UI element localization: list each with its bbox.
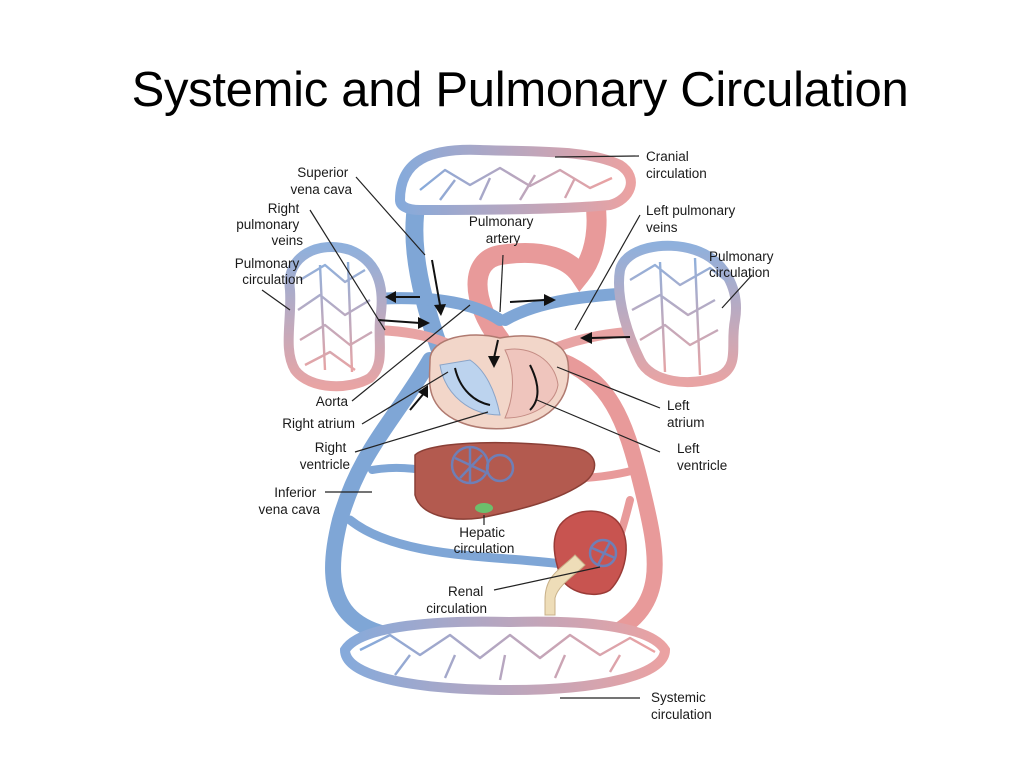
label-right-pulmonary-veins: Right pulmonary veins [236,201,303,248]
liver [414,441,596,520]
slide-title: Systemic and Pulmonary Circulation [131,63,909,117]
label-right-atrium: Right atrium [282,416,355,431]
left-lung-capillary-bed [614,240,741,387]
label-pulmonary-artery: Pulmonary artery [469,214,537,246]
renal-vein-vessel [345,515,575,570]
leader-lines [261,155,753,699]
label-pulmonary-circulation-left: Pulmonary circulation [235,256,303,287]
label-left-atrium: Left atrium [667,398,705,430]
label-hepatic-circulation: Hepatic circulation [454,525,515,556]
label-left-ventricle: Left ventricle [677,441,727,473]
descending-aorta-vessel [552,352,663,648]
label-renal-circulation: Renal circulation [426,584,487,616]
label-right-ventricle: Right ventricle [300,440,350,472]
flow-arrows [377,259,631,411]
label-left-pulmonary-veins: Left pulmonary veins [646,203,739,235]
cranial-capillary-bed [394,144,636,216]
label-aorta: Aorta [316,394,349,409]
aortic-arch-vessel [467,170,607,350]
label-inferior-vena-cava: Inferior vena cava [258,485,320,517]
label-superior-vena-cava: Superior vena cava [290,165,352,197]
label-pulmonary-circulation-right: Pulmonary circulation [709,249,777,280]
heart [428,334,570,430]
label-systemic-circulation: Systemic circulation [651,690,712,722]
systemic-capillary-bed [339,616,671,696]
label-cranial-circulation: Cranial circulation [646,149,707,181]
kidney [544,510,627,616]
